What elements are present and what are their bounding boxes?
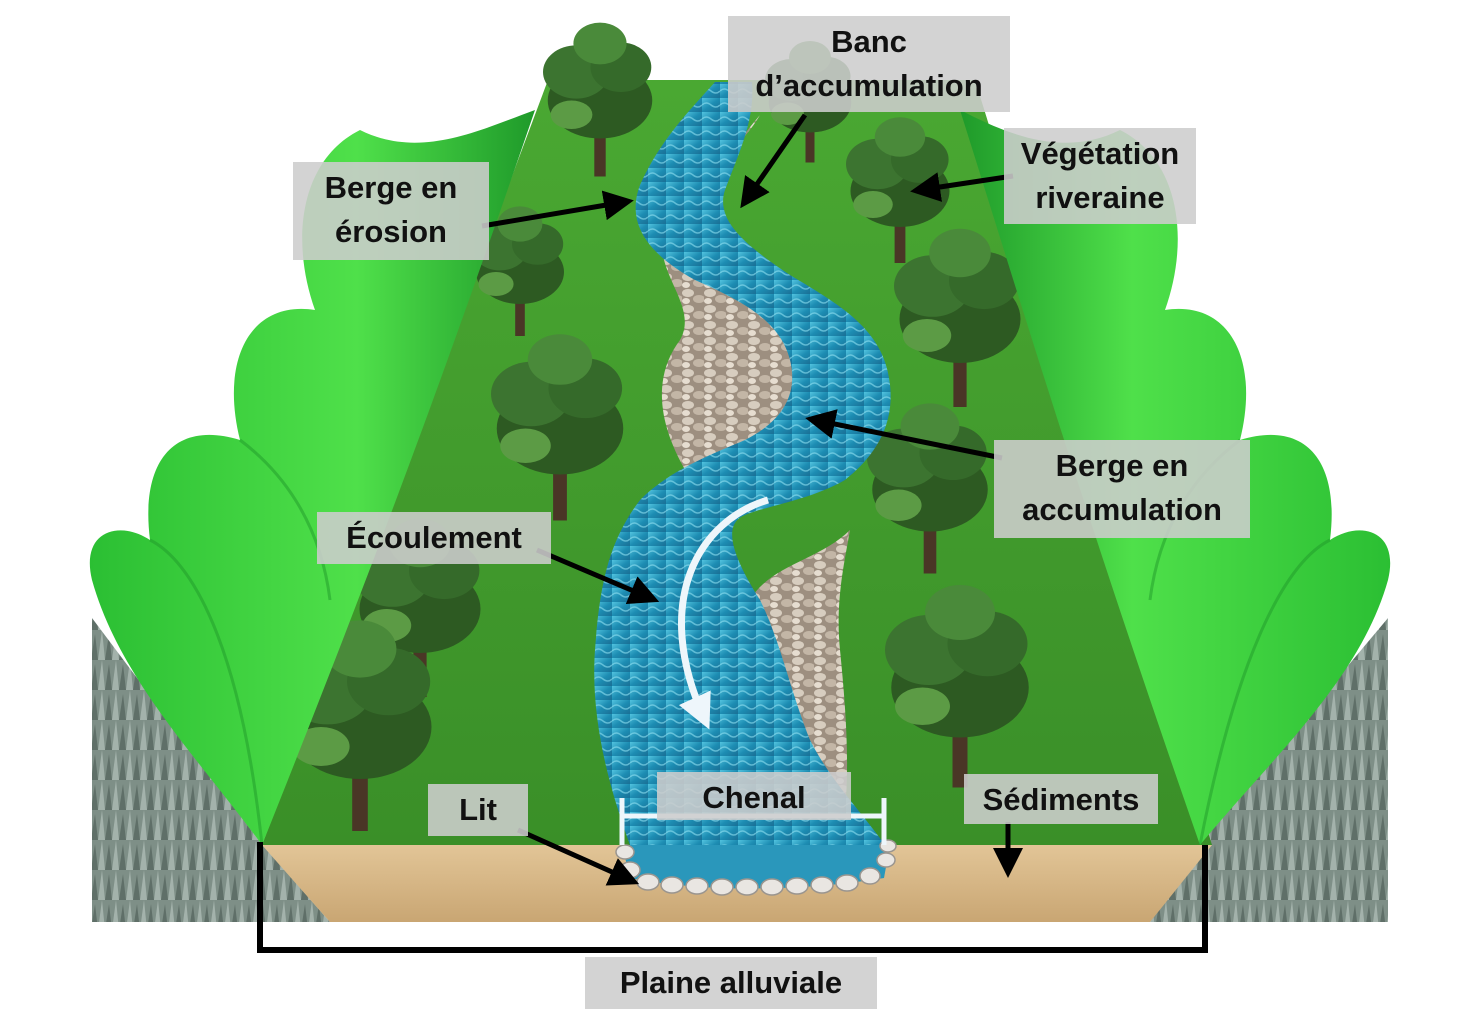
pointer-arrows — [481, 113, 1023, 886]
label-banc-accumulation: Banc d’accumulation — [728, 16, 1010, 112]
arrow-lit — [516, 827, 640, 886]
label-lit: Lit — [428, 784, 528, 836]
label-berge-erosion: Berge en érosion — [293, 162, 489, 260]
arrow-berge-accumulation — [805, 409, 1003, 461]
arrow-vegetation — [910, 172, 1014, 202]
label-berge-accumulation: Berge en accumulation — [994, 440, 1250, 538]
plaine-bracket — [257, 842, 1208, 953]
label-ecoulement: Écoulement — [317, 512, 551, 564]
arrow-berge-erosion — [481, 190, 634, 229]
river — [594, 82, 891, 845]
channel-pebbles — [615, 839, 897, 896]
rock-left — [92, 618, 330, 922]
label-plaine-alluviale: Plaine alluviale — [585, 957, 877, 1009]
label-chenal: Chenal — [657, 772, 851, 820]
label-sediments: Sédiments — [964, 774, 1158, 824]
gravel-bank-lower — [749, 530, 850, 810]
arrow-ecoulement — [536, 547, 660, 604]
label-vegetation-riveraine: Végétation riveraine — [1004, 128, 1196, 224]
flow-arrow — [678, 496, 769, 730]
left-banks — [89, 110, 535, 846]
arrow-banc — [740, 113, 808, 209]
